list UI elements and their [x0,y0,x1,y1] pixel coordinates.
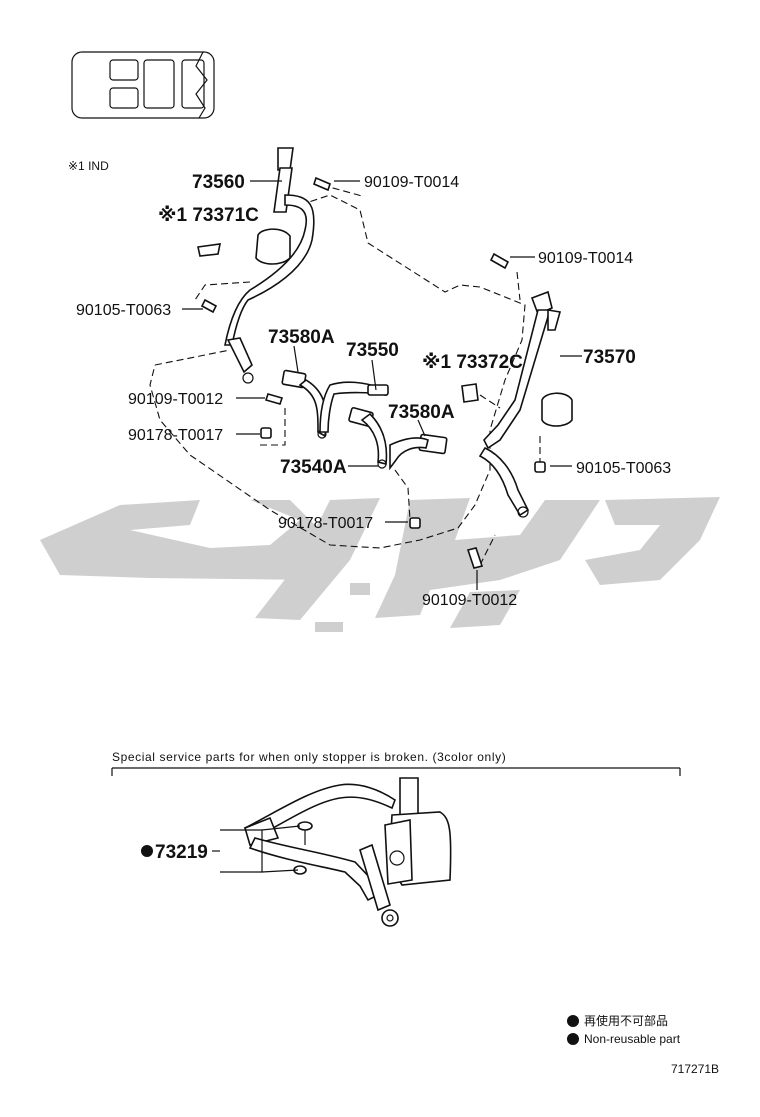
label-73372c: ※1 73372C [422,352,523,373]
seat-layout-icon [71,51,215,119]
watermark-logo [40,497,720,632]
label-90105-t0063-a: 90105-T0063 [76,302,171,319]
label-90178-t0017-b: 90178-T0017 [278,515,373,532]
center-buckles [281,369,448,471]
retractor-belt-right [461,290,573,518]
figure-id: 717271B [671,1062,719,1076]
legend-marker-jp [567,1015,579,1027]
label-73560: 73560 [192,172,245,193]
label-90178-t0017-a: 90178-T0017 [128,427,223,444]
label-73570: 73570 [583,347,636,368]
legend-jp: 再使用不可部品 [584,1013,668,1028]
label-73580a-2: 73580A [388,402,455,423]
label-73219: 73219 [155,842,208,863]
non-reusable-marker [141,845,153,857]
label-73550: 73550 [346,340,399,361]
legend-en: Non-reusable part [584,1032,681,1046]
seat-outline [149,194,526,549]
retractor-belt-left [224,147,315,384]
special-note: Special service parts for when only stop… [112,750,506,764]
label-73371c: ※1 73371C [158,205,259,226]
legend-marker-en [567,1033,579,1045]
note-ind: ※1 IND [68,159,109,173]
label-90109-t0012-b: 90109-T0012 [422,592,517,609]
label-90105-t0063-b: 90105-T0063 [576,460,671,477]
stopper-assembly [212,777,452,927]
label-90109-t0014-a: 90109-T0014 [364,174,459,191]
leader-lines [182,180,582,590]
label-90109-t0012-a: 90109-T0012 [128,391,223,408]
fasteners [200,176,546,569]
label-73540a: 73540A [280,457,347,478]
label-90109-t0014-b: 90109-T0014 [538,250,633,267]
label-73580a-1: 73580A [268,327,335,348]
